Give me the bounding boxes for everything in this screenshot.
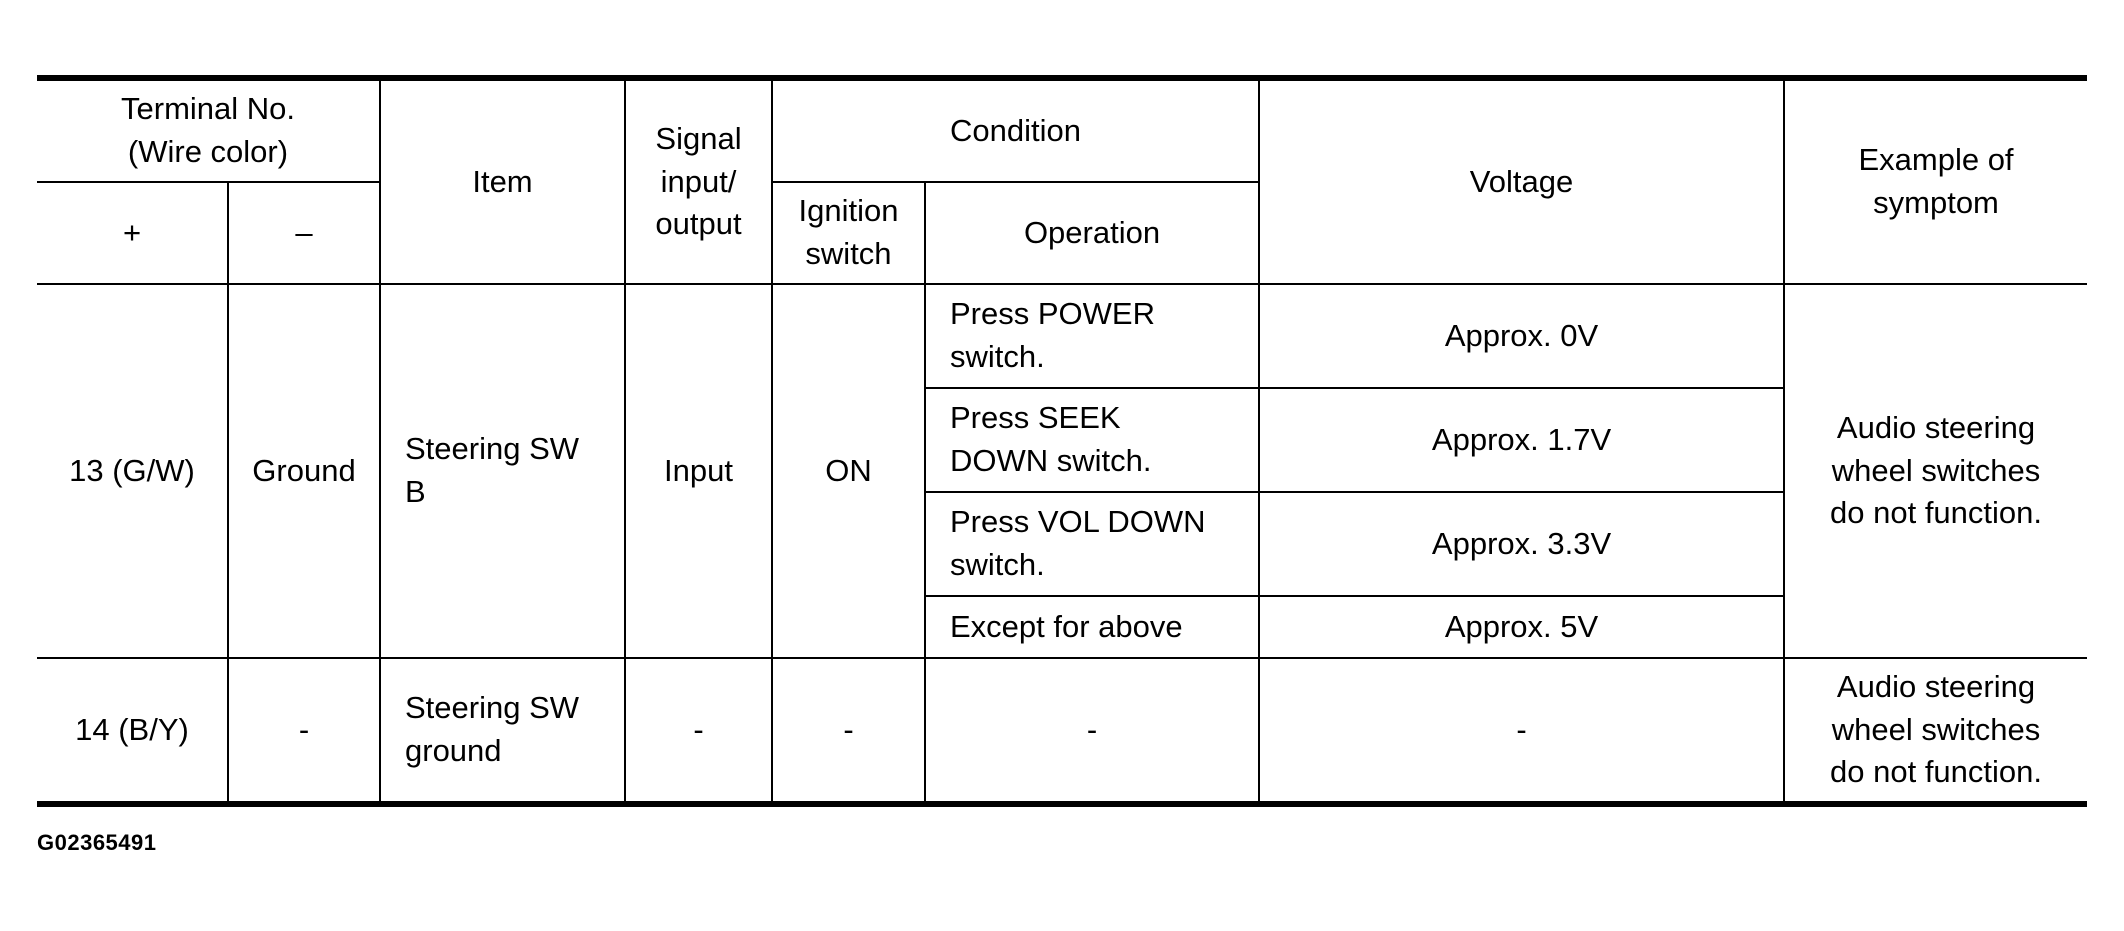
row1-signal-text: Input [664,452,733,488]
row2-item-text: Steering SW ground [405,690,580,768]
operation-cell: Press VOL DOWN switch. [925,491,1261,597]
voltage-text: Approx. 1.7V [1431,421,1612,457]
terminal-no-header: Terminal No. (Wire color) [37,77,381,183]
row1-minus-text: Ground [252,452,356,488]
row2-minus-text: - [298,711,310,747]
table-row: Press VOL DOWN switch. Approx. 3.3V [37,491,2087,597]
row1-minus-cell: Ground [227,283,381,659]
operation-header-text: Operation [1023,214,1161,250]
condition-header: Condition [770,77,1261,183]
row2-plus-text: 14 (B/Y) [75,711,189,747]
row2-ignition-text: - [843,711,854,747]
terminal-spec-table: Terminal No. (Wire color) Item Signal in… [37,75,2088,807]
row2-minus-cell: - [227,657,381,805]
row2-voltage-text: - [1516,711,1527,747]
table-row: Except for above Approx. 5V [37,595,2087,659]
operation-text: Except for above [950,608,1183,644]
table-row: 14 (B/Y) - Steering SW ground - - - - Au… [37,657,2088,805]
voltage-cell: Approx. 5V [1258,595,1785,659]
plus-header-text: + [122,214,142,250]
row1-ignition-text: ON [825,452,872,488]
signal-header: Signal input/ output [624,77,773,285]
voltage-cell: Approx. 3.3V [1258,491,1785,597]
operation-header: Operation [923,181,1260,285]
voltage-cell: Approx. 1.7V [1258,387,1785,493]
terminal-no-header-text: Terminal No. (Wire color) [121,91,295,169]
row1-symptom-cell: Audio steering wheel switches do not fun… [1783,283,2088,659]
item-header-text: Item [472,163,533,199]
header-row-1: Terminal No. (Wire color) Item Signal in… [37,77,2088,285]
row2-voltage-cell: - [1258,657,1786,805]
row2-symptom-text: Audio steering wheel switches do not fun… [1830,668,2043,790]
voltage-text: Approx. 3.3V [1431,525,1612,561]
symptom-header-text: Example of symptom [1858,142,2014,220]
row2-item-cell: Steering SW ground [379,657,626,805]
voltage-text: Approx. 0V [1444,317,1599,353]
ignition-switch-header-text: Ignition switch [798,193,899,271]
condition-header-text: Condition [950,112,1081,148]
signal-header-text: Signal input/ output [655,120,742,242]
operation-text: Press SEEK DOWN switch. [950,400,1152,478]
row1-plus-text: 13 (G/W) [69,452,195,488]
row1-plus-cell: 13 (G/W) [37,283,229,659]
operation-cell: Press POWER switch. [923,283,1261,389]
symptom-header: Example of symptom [1783,77,2088,285]
table-row: Press SEEK DOWN switch. Approx. 1.7V [37,387,2087,493]
minus-header: – [227,181,381,285]
plus-header: + [37,181,229,285]
row2-signal-cell: - [624,657,773,805]
minus-header-text: – [295,214,313,250]
row2-operation-cell: - [923,657,1261,805]
header-row-2: + – Ignition switch Operation [37,181,2087,285]
voltage-header: Voltage [1258,77,1786,285]
row2-operation-text: - [1086,711,1098,747]
row2-symptom-cell: Audio steering wheel switches do not fun… [1783,657,2088,805]
operation-text: Press VOL DOWN switch. [950,504,1206,582]
operation-cell: Except for above [925,595,1261,659]
row1-item-cell: Steering SW B [379,283,626,659]
row2-ignition-cell: - [771,657,926,805]
voltage-text: Approx. 5V [1444,608,1599,644]
row2-signal-text: - [693,711,704,747]
ignition-switch-header: Ignition switch [771,181,926,285]
row1-ignition-cell: ON [771,283,926,659]
table-row: 13 (G/W) Ground Steering SW B Input ON P… [37,283,2088,659]
operation-cell: Press SEEK DOWN switch. [925,387,1261,493]
row1-symptom-text: Audio steering wheel switches do not fun… [1830,409,2043,531]
row1-signal-cell: Input [624,283,773,659]
row2-plus-cell: 14 (B/Y) [37,657,229,805]
voltage-header-text: Voltage [1469,163,1574,199]
figure-id: G02365491 [37,830,157,855]
voltage-cell: Approx. 0V [1258,283,1786,389]
operation-text: Press POWER switch. [950,296,1155,374]
row1-item-text: Steering SW B [405,431,580,509]
item-header: Item [379,77,626,285]
